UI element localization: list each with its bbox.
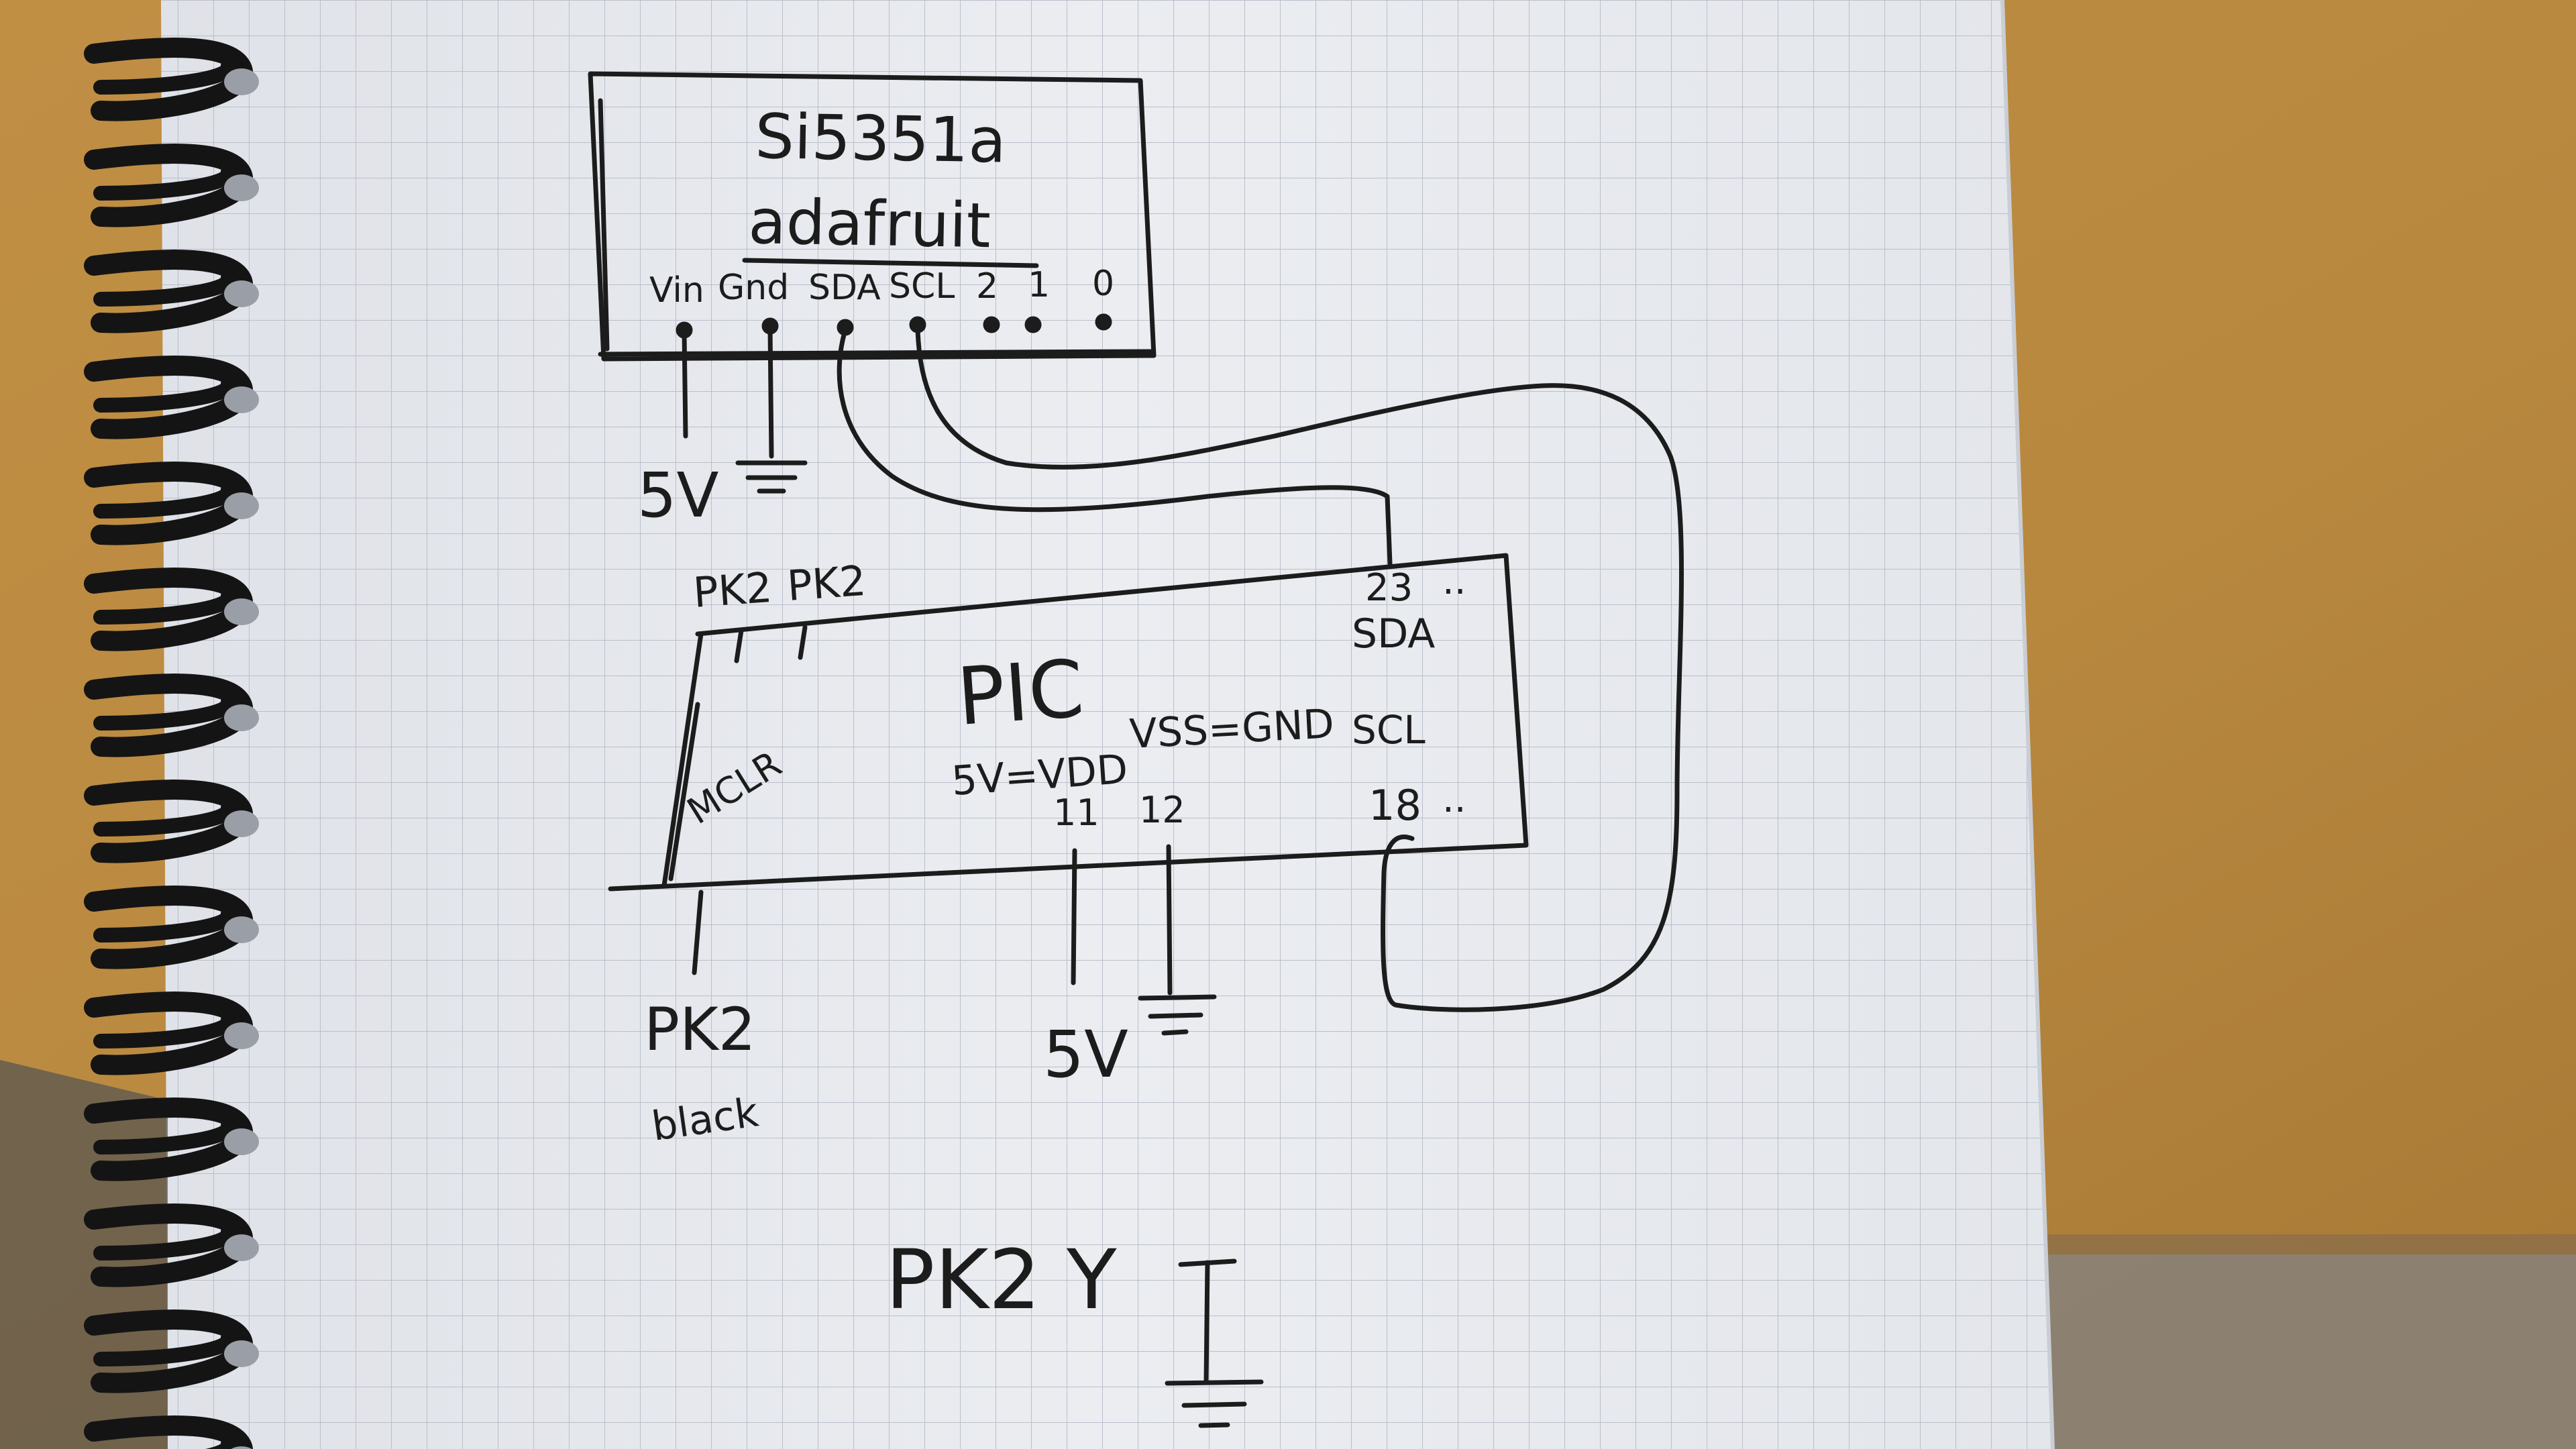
wire-vin <box>682 329 688 439</box>
spiral-hole <box>224 810 259 837</box>
pic-pk2-right: PK2 <box>786 556 867 610</box>
spiral-coil <box>84 1309 253 1393</box>
spiral-hole <box>224 916 259 943</box>
spiral-coil <box>84 1203 253 1287</box>
maker-underline <box>742 258 1039 268</box>
ground-symbol-bottom <box>1138 994 1217 1036</box>
pic-name: PIC <box>954 642 1087 743</box>
spiral-hole <box>224 174 259 201</box>
spiral-coil-inner <box>93 800 236 837</box>
module-pin-1: 1 <box>1028 265 1050 305</box>
spiral-coil-inner <box>93 1012 236 1049</box>
spiral-hole <box>224 492 259 519</box>
spiral-coil <box>84 462 253 545</box>
pic-pk2-left: PK2 <box>692 563 773 617</box>
spiral-coil-inner <box>93 58 236 95</box>
pic-vdd-pin: 11 <box>1053 792 1099 834</box>
module-maker: adafruit <box>748 186 991 262</box>
wire-sda <box>837 327 1393 566</box>
pic-left-side <box>661 631 704 888</box>
spiral-coil <box>84 885 253 969</box>
module-pin-line <box>598 349 1153 357</box>
pic-scl-pin: 18 <box>1368 781 1421 830</box>
spiral-coil-inner <box>93 1224 236 1260</box>
spiral-coil-inner <box>93 588 236 625</box>
spiral-coil <box>84 250 253 333</box>
module-labels: Si5351a adafruit Vin Gnd SDA SCL 2 1 0 5… <box>637 101 1114 531</box>
spiral-coil <box>84 144 253 227</box>
spiral-hole <box>224 68 259 95</box>
module-pin-sda: SDA <box>808 268 881 308</box>
pic-vdd-5v: 5V <box>1043 1017 1128 1092</box>
spiral-coil <box>84 1097 253 1181</box>
spiral-coil-inner <box>93 270 236 307</box>
module-name: Si5351a <box>755 101 1007 177</box>
spiral-coil-inner <box>93 164 236 201</box>
wire-pk2-right <box>798 625 808 660</box>
spiral-hole <box>224 704 259 731</box>
module-outline <box>588 71 1157 362</box>
spiral-hole <box>224 280 259 307</box>
module-pin-dot <box>1095 313 1112 331</box>
pic-left-inner <box>668 702 700 881</box>
spiral-coil-inner <box>93 1118 236 1155</box>
module-pin-0: 0 <box>1092 264 1114 304</box>
spiral-binding <box>84 38 259 1449</box>
notebook-page <box>161 0 2055 1449</box>
pic-scl-dots: .. <box>1442 777 1466 821</box>
floor-gray <box>2046 1254 2576 1449</box>
spiral-hole <box>224 1022 259 1049</box>
module-pin-dot <box>983 316 1000 333</box>
wire-mclr <box>692 890 704 975</box>
wire-pk2-left <box>734 628 744 663</box>
pk2y-symbol <box>1165 1258 1264 1428</box>
wire-vss <box>1166 844 1173 996</box>
spiral-coil <box>84 780 253 863</box>
spiral-coil-inner <box>93 906 236 943</box>
ground-symbol-top <box>735 460 808 494</box>
module-vin-5v: 5V <box>637 460 719 531</box>
circuit-sketch <box>588 71 1684 1428</box>
wire-scl <box>915 325 1684 1012</box>
pk2-bottom-label: PK2 <box>644 995 756 1064</box>
pic-vss-label: VSS=GND <box>1128 700 1335 758</box>
spiral-hole <box>224 1234 259 1261</box>
pic-sda-pin: 23 <box>1365 566 1413 610</box>
pic-scl-label: SCL <box>1352 707 1426 753</box>
module-pin-vin: Vin <box>649 270 704 311</box>
module-pin-scl: SCL <box>889 266 955 307</box>
module-pin-2: 2 <box>976 266 998 307</box>
spiral-coil <box>84 38 253 121</box>
spiral-coil-inner <box>93 694 236 731</box>
pic-sda-dots: .. <box>1442 559 1466 603</box>
pic-sda-label: SDA <box>1352 610 1435 657</box>
bottom-labels: PK2 black PK2 Y <box>644 995 1117 1328</box>
spiral-coil-inner <box>93 376 236 413</box>
pic-outline <box>608 553 1529 892</box>
spiral-coil <box>84 356 253 439</box>
wire-gnd <box>767 326 774 459</box>
module-inner-left <box>598 98 610 352</box>
module-pin-dot <box>1024 316 1042 333</box>
spiral-hole <box>224 1340 259 1367</box>
spiral-coil-inner <box>93 482 236 519</box>
spiral-coil <box>84 568 253 651</box>
module-pin-gnd: Gnd <box>718 268 789 308</box>
spiral-coil-inner <box>93 1330 236 1366</box>
spiral-coil <box>84 674 253 757</box>
spiral-hole <box>224 598 259 625</box>
spiral-coil <box>84 991 253 1075</box>
spiral-coil <box>84 1415 253 1449</box>
spiral-hole <box>224 1128 259 1155</box>
wire-vdd <box>1071 848 1077 985</box>
spiral-hole <box>224 386 259 413</box>
footer-label: PK2 Y <box>885 1232 1117 1328</box>
spiral-coil-inner <box>205 1436 236 1449</box>
spiral-hole <box>231 1446 252 1449</box>
pic-vss-pin: 12 <box>1139 789 1185 831</box>
